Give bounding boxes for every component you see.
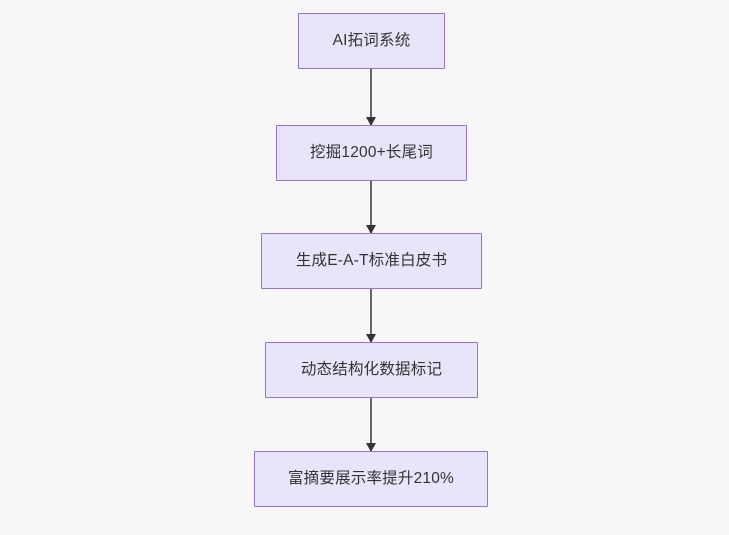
flow-node-longtail-mining[interactable]: 挖掘1200+长尾词 [276,125,467,181]
flow-node-ai-keyword-system[interactable]: AI拓词系统 [298,13,445,69]
flow-edge-3-to-4 [370,289,372,342]
flow-node-label: 富摘要展示率提升210% [287,470,455,488]
flow-node-structured-data-markup[interactable]: 动态结构化数据标记 [265,342,478,398]
flow-edge-4-to-5 [370,398,372,451]
flow-node-label: 动态结构化数据标记 [300,361,443,379]
flow-edge-2-to-3 [370,181,372,233]
flow-node-eat-whitepaper[interactable]: 生成E-A-T标准白皮书 [261,233,482,289]
flow-node-rich-snippet-result[interactable]: 富摘要展示率提升210% [254,451,488,507]
flow-node-label: 生成E-A-T标准白皮书 [295,252,448,270]
flow-edge-1-to-2 [370,69,372,125]
flow-node-label: 挖掘1200+长尾词 [309,144,434,162]
flow-node-label: AI拓词系统 [332,32,411,50]
